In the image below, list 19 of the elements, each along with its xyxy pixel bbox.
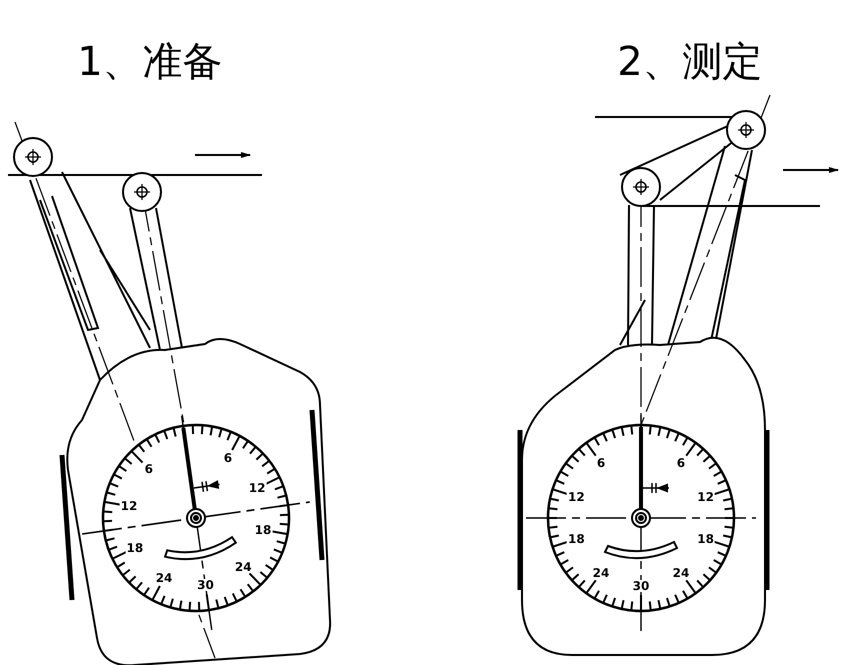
dial-number: 30 [632,580,650,592]
heading: 1、准备 [77,42,223,82]
dial-number: 6 [596,456,606,469]
dial-number: 6 [222,452,234,464]
dial-number: 18 [696,533,715,545]
dial-number: 24 [672,567,690,579]
dial-number: 24 [592,567,610,579]
dial-number: 6 [144,463,154,476]
dial-number: 30 [196,579,215,592]
dial-number: 18 [566,533,586,545]
heading: 2、测定 [617,42,763,82]
dial-number: 12 [248,482,266,494]
dial-number: 24 [154,572,174,584]
dial-number: 12 [120,500,138,512]
dial-number: 18 [126,542,144,554]
dial-number: 12 [566,490,586,503]
dial-number: 6 [676,456,686,469]
dial-number: 18 [254,524,272,536]
dial-number: 24 [234,560,253,573]
